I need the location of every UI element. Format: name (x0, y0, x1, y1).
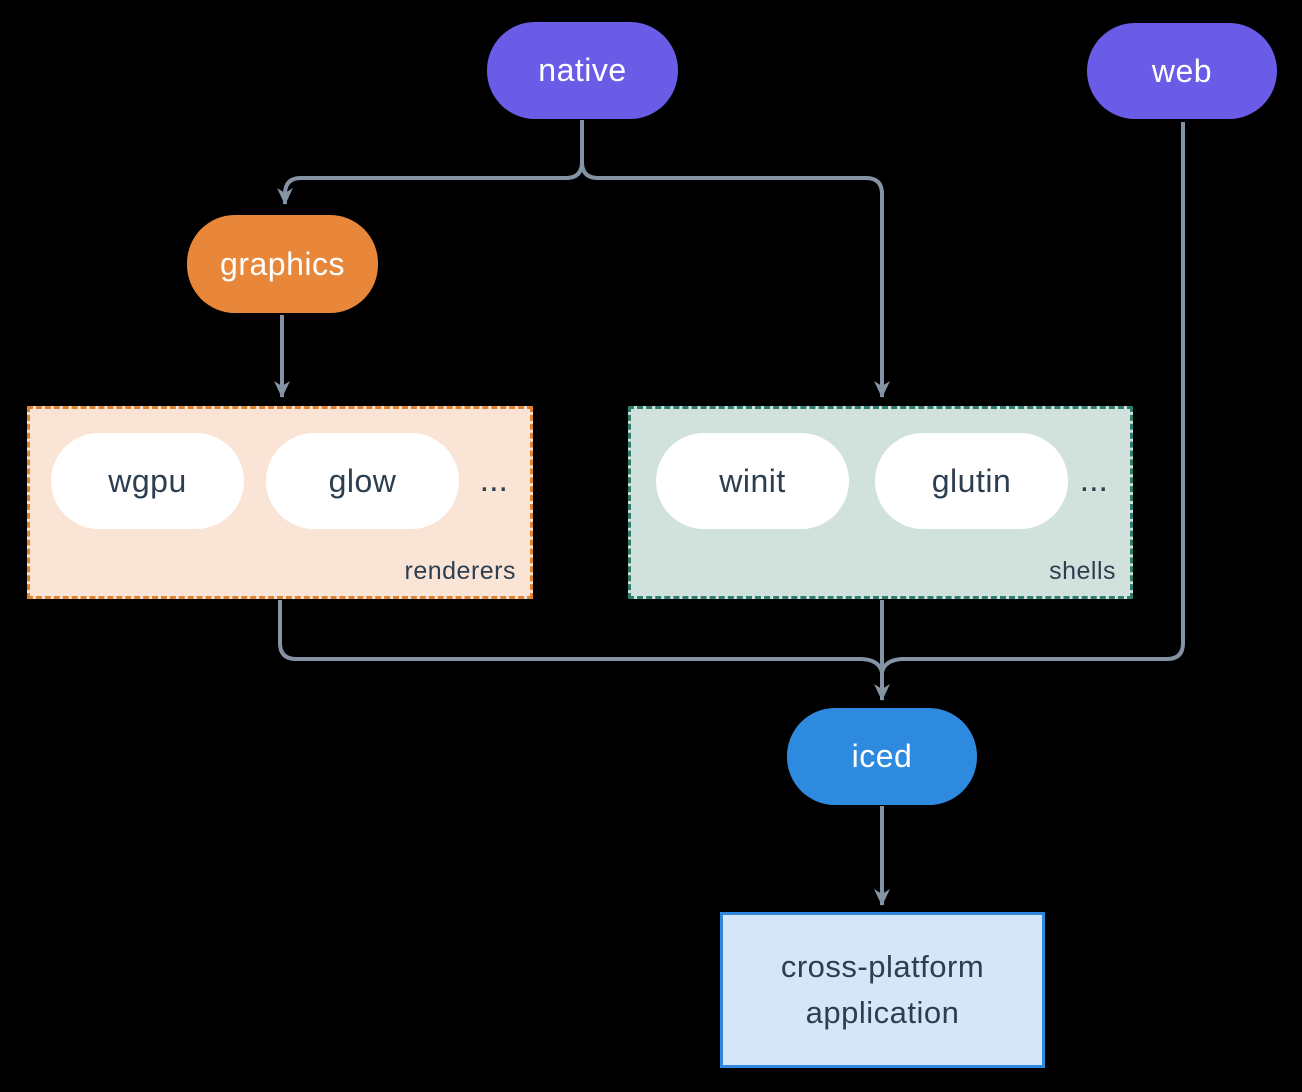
edge-renderers-to-iced (278, 600, 884, 673)
node-glutin: glutin (875, 433, 1068, 529)
node-glutin-label: glutin (931, 462, 1012, 499)
node-native-label: native (538, 52, 627, 88)
node-glow-label: glow (328, 462, 397, 499)
app-label-line1: cross-platform (780, 949, 985, 985)
node-iced-label: iced (851, 738, 913, 774)
edge-native-to-shells (580, 120, 890, 398)
renderers-group-label: renderers (404, 557, 516, 585)
node-wgpu: wgpu (51, 433, 244, 529)
edge-web-to-iced (880, 122, 1185, 673)
node-graphics-label: graphics (220, 245, 345, 282)
node-winit-label: winit (719, 462, 786, 499)
shells-ellipsis: ... (1079, 461, 1108, 499)
edge-native-to-graphics (277, 120, 584, 205)
node-web: web (1087, 23, 1277, 119)
node-cross-platform-application: cross-platform application (720, 912, 1045, 1068)
group-shells: winit glutin ... shells (628, 406, 1133, 599)
app-label-line2: application (805, 995, 960, 1030)
node-native: native (487, 22, 678, 119)
renderers-ellipsis: ... (479, 461, 508, 499)
node-glow: glow (266, 433, 459, 529)
group-renderers: wgpu glow ... renderers (27, 406, 533, 599)
node-winit: winit (656, 433, 849, 529)
node-graphics: graphics (187, 215, 378, 313)
node-web-label: web (1151, 52, 1213, 89)
node-iced: iced (787, 708, 977, 805)
node-wgpu-label: wgpu (108, 462, 187, 499)
shells-group-label: shells (1049, 557, 1116, 585)
